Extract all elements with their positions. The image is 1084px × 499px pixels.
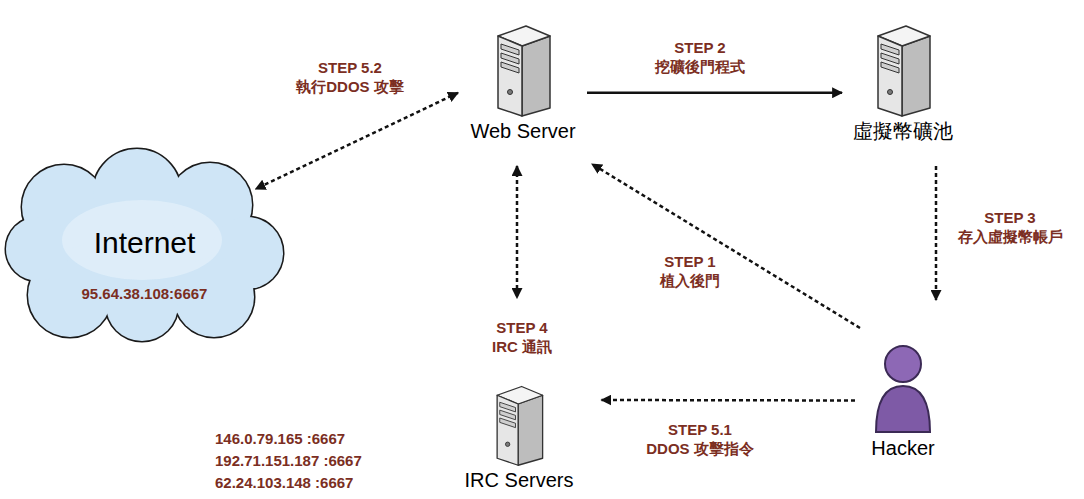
cloud-shape	[6, 149, 283, 341]
step-label-box: STEP 5.2 執行DDOS 攻擊	[296, 59, 405, 97]
drive-bay	[500, 402, 516, 412]
connector-arrow	[587, 92, 842, 95]
step-label-box: STEP 1 植入後門	[660, 253, 721, 291]
cloud-shape	[6, 149, 283, 341]
step-label-box: STEP 4 IRC 通訊	[492, 319, 553, 357]
drive-bay	[881, 53, 899, 64]
drive-bay	[501, 62, 519, 73]
server-icon	[878, 26, 930, 116]
connector-arrow	[516, 166, 519, 298]
server-front	[497, 395, 518, 465]
connector-arrow	[592, 164, 860, 328]
cloud-highlight	[62, 200, 222, 280]
person-node: Hacker	[865, 340, 941, 461]
server-side	[522, 36, 550, 116]
step-label: STEP 5.1 DDOS 攻擊指令	[646, 421, 755, 459]
cloud-node: Internet 95.64.38.108:6667	[2, 145, 287, 345]
step-label: STEP 3 存入虛擬幣帳戶	[957, 209, 1063, 247]
power-button	[508, 90, 513, 95]
server-icon	[488, 383, 550, 467]
step-label-box: STEP 5.1 DDOS 攻擊指令	[646, 421, 755, 459]
connector-arrow	[602, 399, 856, 402]
drive-bay	[500, 410, 516, 420]
step-label-box: STEP 2 挖礦後門程式	[655, 39, 746, 77]
step-label: STEP 2 挖礦後門程式	[655, 39, 746, 77]
connector-arrow	[935, 166, 938, 300]
person-head	[885, 346, 921, 382]
cloud-part	[6, 217, 70, 281]
server-node: Web Server	[464, 22, 582, 144]
node-label: Internet	[94, 225, 196, 261]
power-button	[505, 442, 509, 446]
person-icon	[872, 340, 934, 435]
address-row: 192.71.151.187 :6667	[215, 450, 362, 472]
node-label: Hacker	[871, 435, 934, 461]
cloud-part	[6, 217, 70, 281]
server-node: 虛擬幣礦池	[847, 22, 959, 144]
node-label: IRC Servers	[465, 467, 574, 493]
server-node: IRC Servers	[459, 383, 580, 493]
person-body	[876, 386, 930, 432]
drive-bay	[881, 62, 899, 73]
server-icon	[488, 22, 558, 118]
connector-arrow	[256, 93, 458, 189]
irc-address: 146.0.79.165 :6667	[215, 428, 345, 450]
step-label: STEP 1 植入後門	[660, 253, 721, 291]
node-label: Web Server	[470, 118, 575, 144]
irc-address: 62.24.103.148 :6667	[215, 472, 353, 494]
drive-bay	[501, 44, 519, 55]
server-icon	[497, 387, 543, 466]
drive-bay	[501, 53, 519, 64]
irc-address: 192.71.151.187 :6667	[215, 450, 362, 472]
address-row: 146.0.79.165 :6667	[215, 428, 362, 450]
server-front	[498, 36, 522, 116]
server-side	[902, 36, 930, 116]
server-icon	[498, 26, 550, 116]
step-label: STEP 5.2 執行DDOS 攻擊	[296, 59, 405, 97]
connector-group	[256, 93, 936, 401]
person-icon	[876, 346, 930, 432]
power-button	[888, 90, 893, 95]
address-list: 146.0.79.165 :6667192.71.151.187 :666762…	[215, 428, 362, 494]
step-label-box: STEP 3 存入虛擬幣帳戶	[957, 209, 1063, 247]
server-side	[518, 395, 543, 465]
address-label: 95.64.38.108:6667	[82, 281, 208, 307]
address-row: 62.24.103.148 :6667	[215, 472, 362, 494]
server-icon	[868, 22, 938, 118]
drive-bay	[500, 418, 516, 428]
step-label: STEP 4 IRC 通訊	[492, 319, 553, 357]
server-front	[878, 36, 902, 116]
drive-bay	[881, 44, 899, 55]
node-label: 虛擬幣礦池	[853, 118, 953, 144]
